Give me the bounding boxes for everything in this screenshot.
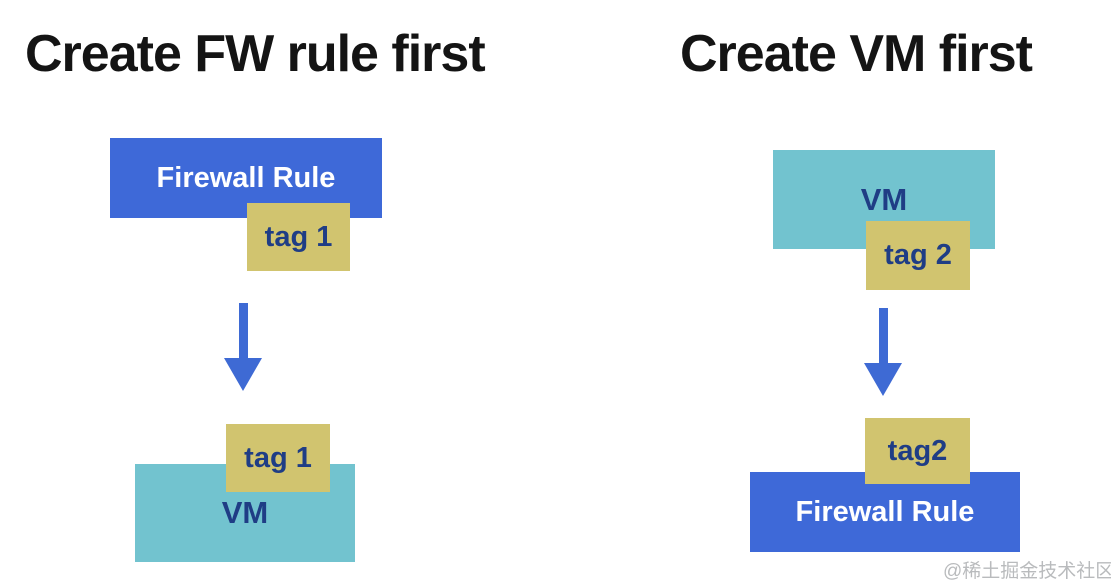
right-tag-bottom: tag2 [865,418,970,484]
arrow-shaft [878,308,888,363]
right-firewall-rule-box: Firewall Rule [750,472,1020,552]
left-column-title: Create FW rule first [25,25,486,83]
arrow-shaft [238,303,248,358]
left-down-arrow-icon [224,303,262,391]
left-tag-top: tag 1 [247,203,350,271]
right-tag-bottom-label: tag2 [887,434,948,467]
left-vm-label: VM [221,495,269,530]
right-tag-top-label: tag 2 [884,239,952,271]
arrow-head [224,358,262,391]
right-tag-top: tag 2 [866,221,970,290]
right-vm-label: VM [860,181,908,217]
watermark: @稀土掘金技术社区 [943,561,1111,582]
left-firewall-rule-label: Firewall Rule [156,161,336,194]
right-column-title: Create VM first [680,25,1033,83]
left-tag-top-label: tag 1 [264,220,333,253]
right-firewall-rule-label: Firewall Rule [795,495,975,528]
right-down-arrow-icon [864,308,902,396]
left-firewall-rule-box: Firewall Rule [110,138,382,218]
left-tag-bottom-label: tag 1 [244,441,312,474]
arrow-head [864,363,902,396]
left-tag-bottom: tag 1 [226,424,330,492]
